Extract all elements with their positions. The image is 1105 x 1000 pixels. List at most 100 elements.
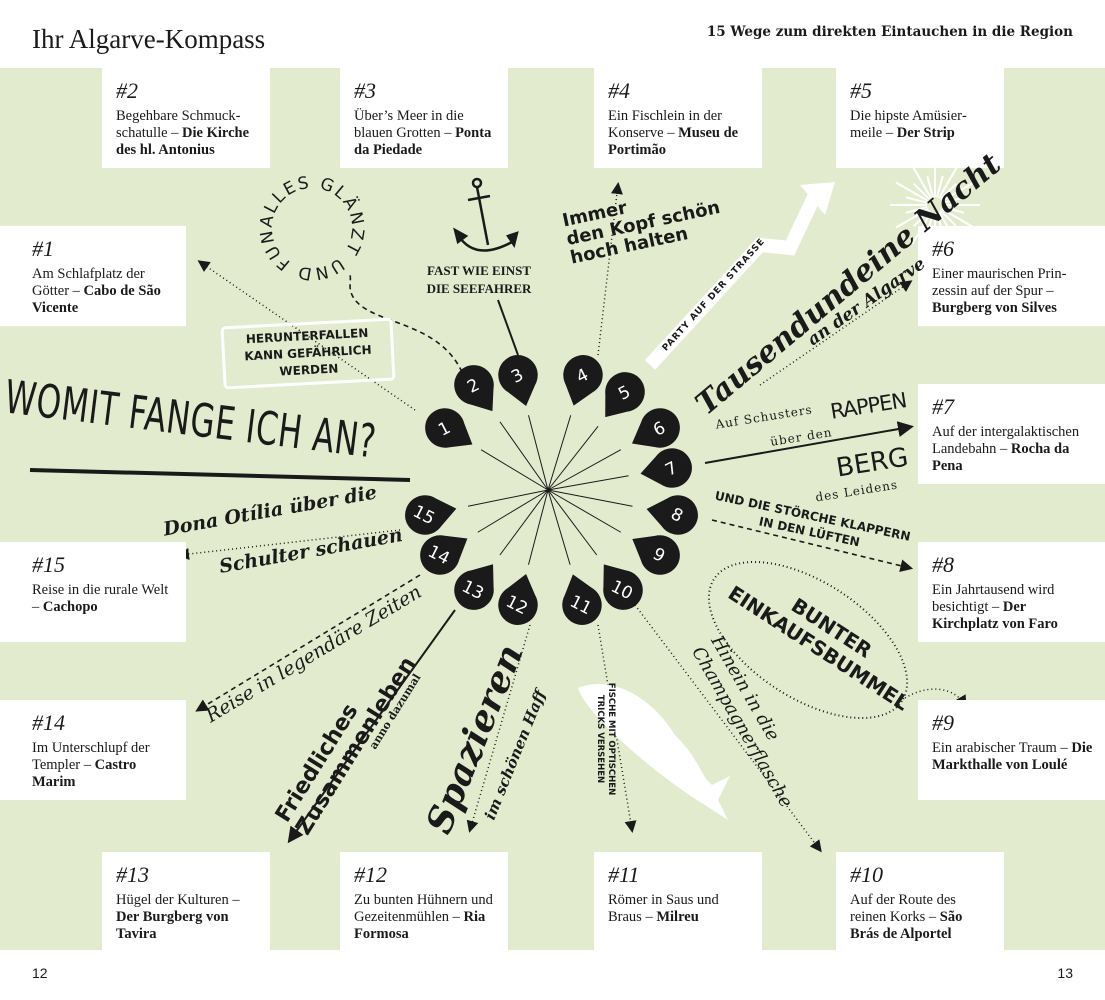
spoke-line — [547, 425, 599, 491]
place-name: Der Burgberg von Tavira — [116, 909, 229, 942]
burst-ray — [941, 208, 975, 229]
pin-5[interactable]: 5 — [590, 364, 653, 429]
pin-marker-icon — [603, 564, 643, 610]
page-number-left: 12 — [32, 965, 48, 981]
pin-13[interactable]: 13 — [446, 553, 509, 618]
pin-15[interactable]: 15 — [401, 489, 460, 538]
pin-10[interactable]: 10 — [588, 553, 651, 618]
place-desc: Reise in die rurale Welt – — [32, 582, 169, 615]
place-desc: Auf der intergalak­tischen Landebahn – — [932, 424, 1080, 457]
place-desc: Die hipste Amüsier­meile – — [850, 108, 967, 141]
place-name: Cachopo — [42, 599, 98, 615]
burst-ray — [941, 181, 975, 202]
spoke-line — [480, 449, 549, 491]
burst-ray — [938, 165, 959, 199]
pin-9[interactable]: 9 — [622, 522, 687, 582]
pin-marker-icon — [454, 564, 494, 610]
place-number: #4 — [608, 78, 630, 103]
place-number: #1 — [32, 236, 54, 261]
place-desc: Ein arabischer Traum – — [932, 740, 1072, 756]
pin-marker-icon — [646, 495, 698, 535]
place-card-12[interactable]: #12 Zu bunten Hühnern und Gezeitenmühlen … — [340, 852, 508, 950]
pin-2[interactable]: 2 — [446, 357, 508, 422]
place-number: #9 — [932, 710, 954, 735]
pin-4[interactable]: 4 — [555, 350, 608, 411]
pin-marker-icon — [605, 372, 645, 418]
place-number: #7 — [932, 394, 954, 419]
burst-ray — [936, 175, 944, 198]
page-subtitle: 15 Wege zum direkten Eintauchen in die R… — [706, 24, 1073, 40]
place-desc: Römer in Saus und Braus – — [608, 892, 719, 925]
burst-ray — [905, 196, 928, 204]
arrow-to-7 — [704, 421, 914, 464]
place-name: Rocha da Pena — [932, 441, 1070, 474]
spoke-line — [499, 421, 549, 491]
place-number: #12 — [354, 862, 387, 887]
seafarer-label: FAST WIE EINST DIE SEEFAHRER — [426, 263, 532, 296]
fish-icon — [578, 684, 730, 820]
place-name: Ponta da Piedade — [354, 125, 492, 158]
party-arrow — [644, 192, 822, 370]
spoke-line — [467, 489, 549, 507]
pin-6[interactable]: 6 — [622, 401, 687, 461]
place-name: São Brás de Alportel — [850, 909, 963, 942]
line-3 — [497, 299, 519, 356]
pin-12[interactable]: 12 — [494, 569, 545, 629]
pin-marker-icon — [562, 574, 602, 625]
arrow-to-4 — [597, 182, 623, 356]
arrow-to-15 — [177, 529, 401, 560]
burst-ray — [939, 209, 957, 227]
place-number: #10 — [850, 862, 883, 887]
burst-ray — [895, 181, 929, 202]
pin-1[interactable]: 1 — [418, 401, 483, 462]
spoke-line — [547, 489, 571, 565]
burst-ray — [895, 208, 929, 229]
page-number-right: 13 — [1057, 965, 1073, 981]
place-number: #5 — [850, 78, 872, 103]
place-number: #6 — [932, 236, 954, 261]
spoke-line — [499, 489, 549, 556]
pin-3[interactable]: 3 — [494, 351, 545, 411]
spoke-line — [547, 489, 598, 556]
pin-marker-icon — [405, 495, 457, 535]
pin-14[interactable]: 14 — [413, 522, 478, 583]
pin-8[interactable]: 8 — [643, 490, 702, 539]
pin-11[interactable]: 11 — [554, 569, 607, 630]
pin-7[interactable]: 7 — [637, 445, 695, 493]
spoke-line — [547, 489, 633, 507]
place-name: Die Markthalle von Loulé — [932, 740, 1093, 773]
pin-marker-icon — [632, 535, 680, 575]
burst-ray — [942, 206, 965, 214]
place-desc: Ein Fischlein in der Konserve – — [608, 108, 722, 141]
place-number: #14 — [32, 710, 65, 735]
burst-ray — [939, 183, 957, 201]
arrow-to-13 — [287, 609, 456, 844]
place-desc: Am Schlafplatz der Götter – — [32, 266, 145, 299]
place-desc: Zu bunten Hühnern und Gezeitenmühlen – — [354, 892, 493, 925]
place-name: Der Kirchplatz von Faro — [932, 599, 1058, 632]
spoke-line — [528, 489, 549, 565]
burst-ray — [911, 165, 932, 199]
place-number: #13 — [116, 862, 149, 887]
burst-ray — [913, 183, 931, 201]
spoke-line — [547, 415, 572, 491]
place-desc: Über’s Meer in die blauen Grotten – — [354, 108, 464, 141]
place-number: #15 — [32, 552, 65, 577]
place-desc: Begehbare Schmuck­schatulle – — [116, 108, 241, 141]
spoke-line — [477, 489, 549, 533]
spoke-line — [528, 415, 549, 491]
